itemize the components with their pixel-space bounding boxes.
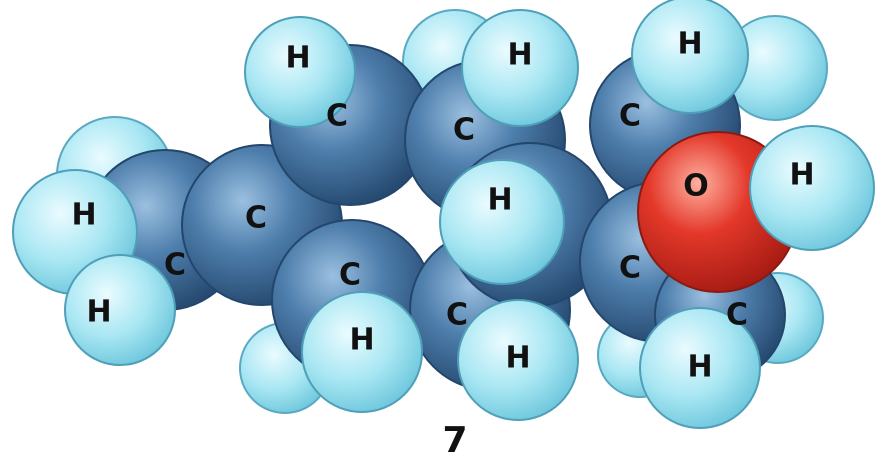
label-c-right-lower: C bbox=[619, 251, 641, 286]
label-c-top-left: C bbox=[326, 99, 348, 134]
label-h-top-left: H bbox=[285, 41, 310, 76]
label-h-bottom-left: H bbox=[349, 323, 374, 358]
hydrogen-center bbox=[439, 159, 565, 285]
hydrogen-bottom-mid bbox=[457, 299, 579, 421]
hydrogen-layer bbox=[12, 0, 875, 429]
label-h-top-right: H bbox=[677, 27, 702, 62]
label-c-top-right: C bbox=[619, 99, 641, 134]
label-o-hydroxyl: O bbox=[683, 169, 709, 204]
label-h-hydroxyl: H bbox=[789, 158, 814, 193]
hydrogen-top-left bbox=[244, 16, 356, 128]
label-c-top-mid: C bbox=[453, 113, 475, 148]
label-c-bottom-left: C bbox=[339, 258, 361, 293]
hydrogen-left-bottom bbox=[64, 254, 176, 366]
label-c-bottom-right: C bbox=[726, 298, 748, 333]
label-h-left: H bbox=[71, 198, 96, 233]
hydrogen-top-mid bbox=[461, 9, 579, 127]
figure-number: 7 bbox=[442, 420, 467, 461]
label-c-left-mid: C bbox=[245, 201, 267, 236]
label-h-left-bottom: H bbox=[86, 295, 111, 330]
label-c-bottom-mid: C bbox=[446, 298, 468, 333]
label-h-top-mid: H bbox=[507, 38, 532, 73]
label-c-left-inner: C bbox=[164, 248, 186, 283]
hydrogen-bottom-right bbox=[639, 307, 761, 429]
label-h-bottom-right: H bbox=[687, 350, 712, 385]
label-h-bottom-mid: H bbox=[505, 341, 530, 376]
label-h-center: H bbox=[487, 183, 512, 218]
atom-labels: H C H C H C O H H C C H H C H C H C C H bbox=[71, 27, 814, 385]
hydrogen-hydroxyl bbox=[749, 125, 875, 251]
hydrogen-top-right bbox=[631, 0, 749, 114]
hydrogen-bottom-left bbox=[301, 291, 423, 413]
